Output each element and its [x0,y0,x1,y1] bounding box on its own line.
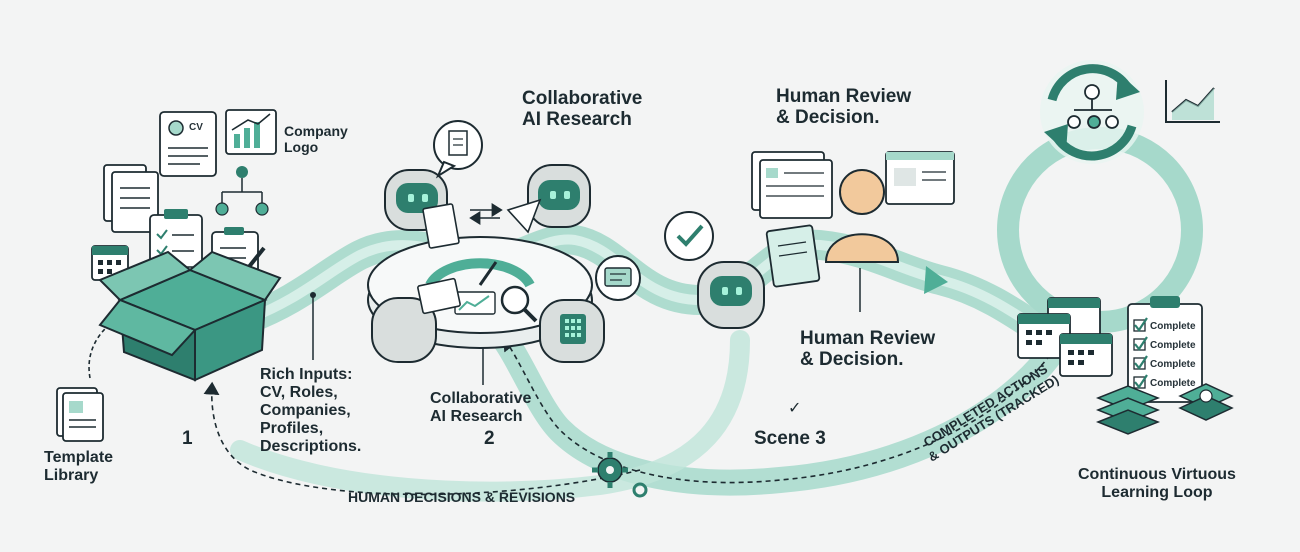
checklist-item: Complete [1150,340,1196,351]
checklist-icon [1127,296,1203,403]
message-bubble-icon [595,255,641,301]
human-review-title: Human Review & Decision. [776,86,912,129]
trend-chart-icon [1165,80,1220,123]
check-icon: ✓ [788,398,802,417]
checklist-item: Complete [1150,359,1196,370]
template-library-icon [56,387,104,442]
return-loop-ribbon [203,327,1063,502]
collaborative-ai-research-caption: Collaborative AI Research [430,390,532,425]
checkmark-bubble-icon [664,211,714,261]
cycle-arrows-icon [1040,60,1144,164]
cv-document-icon [159,111,217,177]
cv-label: CV [189,122,203,133]
main-flow-ribbon [230,224,1055,345]
scene-3-label: Scene 3 [754,428,826,449]
scene-1-number: 1 [182,428,193,449]
calendar-stack-icon [1017,297,1113,377]
checklist-item: Complete [1150,378,1196,389]
org-tree-icon [215,166,269,216]
document-speech-bubble-icon [433,120,483,179]
stacked-documents-icon [103,164,159,233]
human-decisions-revisions-label: HUMAN DECISIONS & REVISIONS [348,489,576,505]
learning-loop-ring [997,127,1203,333]
template-library-label: Template Library [44,449,114,484]
checklist-item: Complete [1150,321,1196,332]
review-screens-icon [751,151,955,288]
robot-agent-icon [371,164,605,363]
company-logo-chart-icon [225,109,277,155]
scene3-robot-icon [697,261,765,329]
rich-inputs-label: Rich Inputs: CV, Roles, Companies, Profi… [260,366,362,455]
company-logo-label: Company Logo [284,123,348,155]
continuous-learning-loop-label: Continuous Virtuous Learning Loop [1078,466,1236,501]
human-review-caption: Human Review & Decision. [800,328,936,371]
collaborative-ai-research-title: Collaborative AI Research [522,88,643,131]
open-box-icon [98,250,282,382]
person-reviewer-icon [824,169,900,263]
scene-2-number: 2 [484,428,495,449]
layer-stack-icon [1095,383,1234,435]
gear-icon [592,452,648,498]
